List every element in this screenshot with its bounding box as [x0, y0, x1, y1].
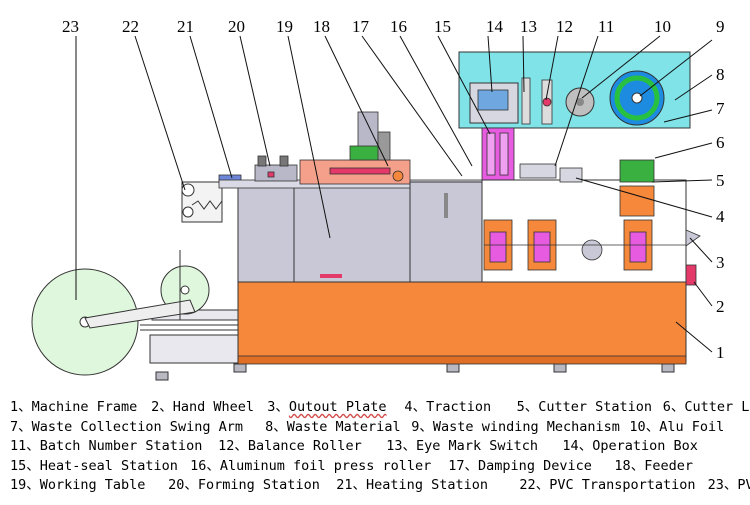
callout-4: 4	[716, 207, 725, 226]
legend-row-4: 15、Heat-seal Station 16、Aluminum foil pr…	[10, 454, 693, 474]
callout-23: 23	[62, 17, 79, 36]
legend-item-11: 11、Batch Number Station	[10, 438, 203, 454]
callout-numbers: 23 22 21 20 19 18 17 16 15 14 13 12 11 1…	[62, 17, 725, 362]
forming-station	[254, 155, 298, 182]
callout-11: 11	[598, 17, 614, 36]
callout-5: 5	[716, 171, 725, 190]
legend-item-3-label: Outout Plate	[288, 399, 387, 415]
legend-item-19: 19、Working Table	[10, 477, 146, 493]
legend-item-23: 23、PVC	[707, 477, 750, 493]
callout-15: 15	[434, 17, 451, 36]
callout-13: 13	[520, 17, 537, 36]
legend-item-16: 16、Aluminum foil press roller	[190, 458, 432, 474]
legend-item-12: 12、Balance Roller	[218, 438, 362, 454]
mechanism-bay	[481, 179, 687, 283]
callout-10: 10	[654, 17, 671, 36]
machine-frame	[237, 281, 687, 363]
waste-winding-ring	[614, 75, 660, 121]
legend-item-7: 7、Waste Collection Swing Arm	[10, 419, 243, 435]
callout-6: 6	[716, 133, 725, 152]
legend-item-9: 9、Waste winding Mechanism	[411, 419, 620, 435]
callout-lines	[75, 35, 713, 353]
machine-feet	[155, 363, 675, 381]
cutter-station	[619, 159, 655, 271]
legend-item-13: 13、Eye Mark Switch	[386, 438, 538, 454]
legend-item-21: 21、Heating Station	[336, 477, 488, 493]
callout-19: 19	[276, 17, 293, 36]
tool-rod	[444, 193, 448, 218]
pvc-transport	[179, 181, 223, 320]
callout-18: 18	[313, 17, 330, 36]
machine-drawing: 23 22 21 20 19 18 17 16 15 14 13 12 11 1…	[31, 17, 725, 381]
callout-16: 16	[390, 17, 407, 36]
legend-item-1: 1、Machine Frame	[10, 399, 138, 415]
callout-2: 2	[716, 297, 725, 316]
callout-9: 9	[716, 17, 725, 36]
legend-item-18: 18、Feeder	[614, 458, 693, 474]
traction	[483, 163, 686, 271]
machine-frame-base	[237, 355, 687, 365]
waste-winding-hub	[631, 92, 643, 104]
balance-roller	[521, 77, 553, 125]
feeder	[299, 111, 411, 185]
legend-item-14: 14、Operation Box	[562, 438, 698, 454]
legend-item-4: 4、Traction	[404, 399, 492, 415]
legend-item-3: 3、Outout Plate	[267, 399, 387, 415]
legend-row-2: 7、Waste Collection Swing Arm 8、Waste Mat…	[10, 415, 724, 435]
output-plate	[685, 229, 701, 247]
hand-wheel	[685, 264, 697, 286]
legend-row-5: 19、Working Table 20、Forming Station 21、H…	[10, 473, 750, 493]
callout-22: 22	[122, 17, 139, 36]
callout-20: 20	[228, 17, 245, 36]
callout-3: 3	[716, 253, 725, 272]
heating-station-body	[237, 181, 295, 283]
legend-item-17: 17、Damping Device	[448, 458, 592, 474]
legend-item-6: 6、Cutter Lock	[662, 399, 750, 415]
callout-14: 14	[486, 17, 504, 36]
alu-foil-gear-hub	[576, 98, 584, 106]
legend-item-10: 10、Alu Foil	[629, 419, 725, 435]
legend-row-3: 11、Batch Number Station 12、Balance Rolle…	[10, 434, 698, 454]
callout-12: 12	[556, 17, 573, 36]
legend-item-20: 20、Forming Station	[168, 477, 320, 493]
operation-screen	[477, 89, 509, 111]
frame-slot	[320, 274, 342, 278]
heat-seal-station	[481, 127, 515, 181]
callout-21: 21	[177, 17, 194, 36]
callout-7: 7	[716, 99, 725, 118]
legend-item-2: 2、Hand Wheel	[151, 399, 255, 415]
callout-1: 1	[716, 343, 725, 362]
callout-17: 17	[352, 17, 370, 36]
legend-item-8: 8、Waste Material	[265, 419, 401, 435]
pvc-arm	[84, 299, 196, 329]
legend-item-15: 15、Heat-seal Station	[10, 458, 178, 474]
callout-8: 8	[716, 65, 725, 84]
parts-legend: 1、Machine Frame 2、Hand Wheel 3、Outout Pl…	[0, 390, 750, 505]
pvc-small-roll-hub	[180, 285, 190, 295]
legend-item-22: 22、PVC Transportation	[519, 477, 696, 493]
legend-row-1: 1、Machine Frame 2、Hand Wheel 3、Outout Pl…	[10, 395, 750, 415]
legend-item-5: 5、Cutter Station	[516, 399, 652, 415]
pvc-stand	[140, 309, 239, 364]
